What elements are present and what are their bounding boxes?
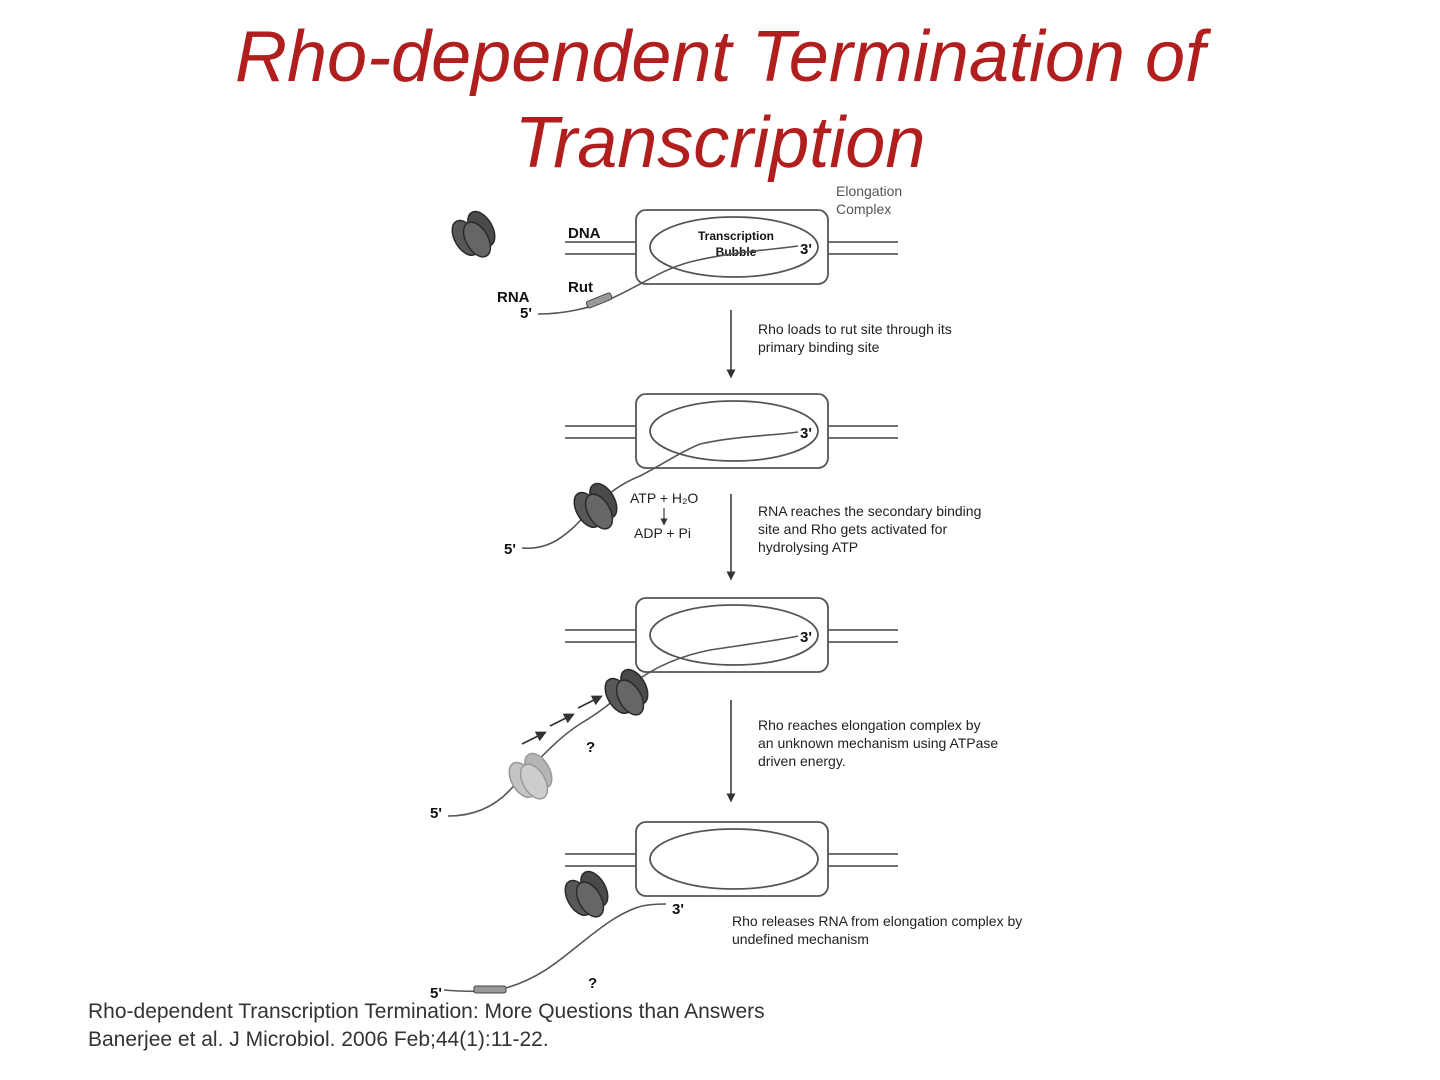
stage-4: 3' ? 5' xyxy=(430,821,898,1002)
step-1-line-2: primary binding site xyxy=(758,339,880,355)
rut-label: Rut xyxy=(568,279,593,296)
citation: Rho-dependent Transcription Termination:… xyxy=(88,998,765,1054)
three-prime-label: 3' xyxy=(800,241,812,258)
three-prime-label: 3' xyxy=(800,629,812,646)
title-line-2: Transcription xyxy=(514,103,926,183)
title-line-1: Rho-dependent Termination of xyxy=(235,17,1205,97)
rut-site xyxy=(585,292,613,309)
citation-line-1: Rho-dependent Transcription Termination:… xyxy=(88,1000,765,1023)
adp-label: ADP + Pi xyxy=(634,525,691,541)
rut-site xyxy=(473,985,507,994)
five-prime-label: 5' xyxy=(430,985,442,1002)
rho-protein xyxy=(558,866,615,923)
step-3-line-1: Rho reaches elongation complex by xyxy=(758,717,981,733)
bubble-label-1: Transcription xyxy=(698,229,774,243)
page-title: Rho-dependent Termination of Transcripti… xyxy=(0,14,1440,186)
question-mark: ? xyxy=(588,975,597,992)
stage-2: 3' ATP + H₂O ADP + Pi 5' xyxy=(504,393,898,558)
rna-label: RNA xyxy=(497,289,530,306)
translocation-arrow xyxy=(521,731,547,745)
transcription-bubble xyxy=(649,400,819,462)
rho-protein xyxy=(598,664,655,721)
rna-strand xyxy=(537,245,799,315)
three-prime-label: 3' xyxy=(672,901,684,918)
stage-1: Transcription Bubble 3' DNA Rut RNA 5' xyxy=(445,206,898,322)
translocation-arrow xyxy=(577,695,603,709)
transcription-bubble xyxy=(649,828,819,890)
step-1-line-1: Rho loads to rut site through its xyxy=(758,321,952,337)
step-4-line-1: Rho releases RNA from elongation complex… xyxy=(732,913,1022,929)
transcription-bubble xyxy=(649,604,819,666)
step-2-line-3: hydrolysing ATP xyxy=(758,539,858,555)
five-prime-label: 5' xyxy=(430,805,442,822)
rna-strand xyxy=(447,635,799,817)
dna-label: DNA xyxy=(568,225,601,242)
rho-protein xyxy=(445,206,502,263)
stage-3: 3' ? 5' xyxy=(430,597,898,822)
step-2-line-1: RNA reaches the secondary binding xyxy=(758,503,981,519)
elongation-label-2: Complex xyxy=(836,201,891,217)
step-2-line-2: site and Rho gets activated for xyxy=(758,521,947,537)
step-3-line-2: an unknown mechanism using ATPase xyxy=(758,735,998,751)
elongation-label-1: Elongation xyxy=(836,183,902,199)
three-prime-label: 3' xyxy=(800,425,812,442)
translocation-arrow xyxy=(549,713,575,727)
citation-line-2: Banerjee et al. J Microbiol. 2006 Feb;44… xyxy=(88,1028,549,1051)
atp-label: ATP + H₂O xyxy=(630,490,698,506)
step-3-line-3: driven energy. xyxy=(758,753,846,769)
rho-protein-previous xyxy=(502,748,559,805)
five-prime-label: 5' xyxy=(520,305,532,322)
five-prime-label: 5' xyxy=(504,541,516,558)
rna-strand xyxy=(521,431,799,550)
question-mark: ? xyxy=(586,739,595,756)
released-rna-strand xyxy=(443,903,667,993)
step-4-line-2: undefined mechanism xyxy=(732,931,869,947)
